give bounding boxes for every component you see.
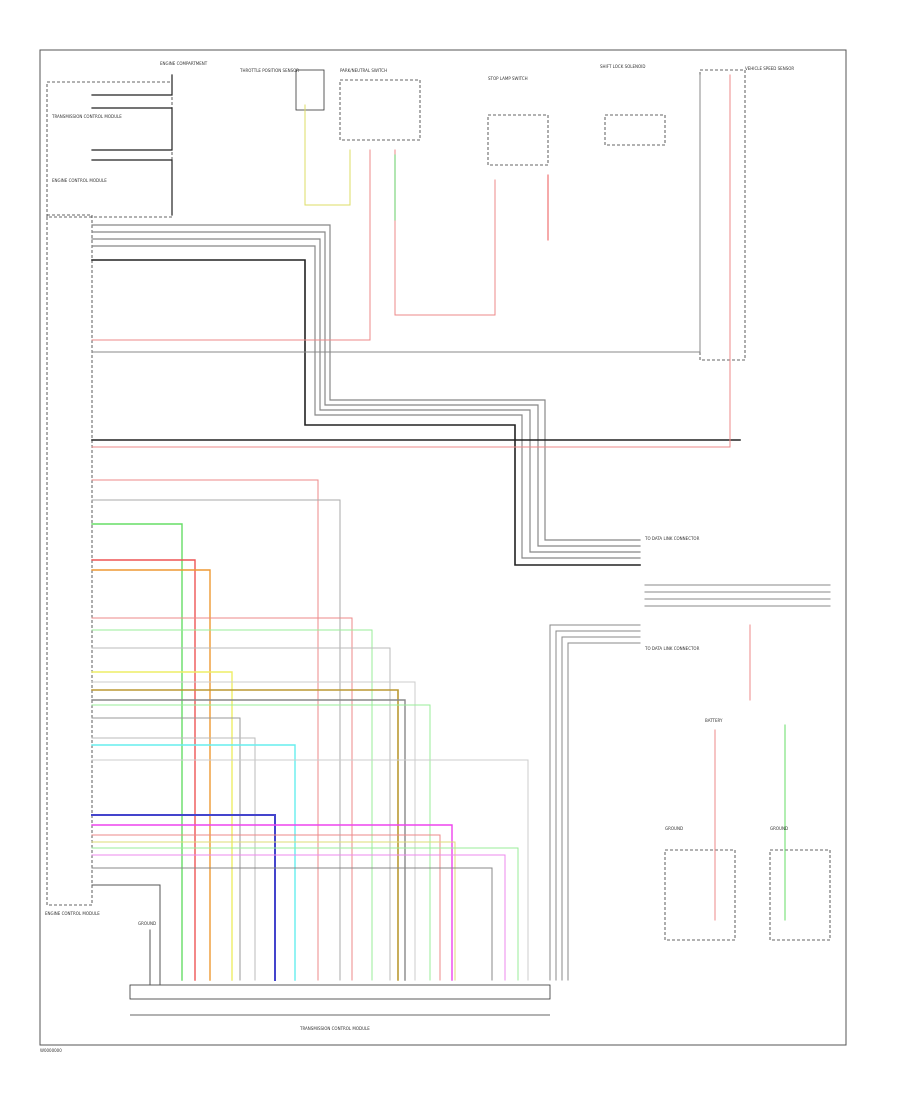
speed-sensor-connector [699, 69, 746, 361]
ground-box-right [769, 849, 831, 941]
label-park-neutral-switch: PARK/NEUTRAL SWITCH [340, 68, 387, 73]
label-throttle-position-sensor: THROTTLE POSITION SENSOR [239, 68, 299, 73]
footer-code: W0000000 [40, 1048, 62, 1053]
ecm-connector-strip [46, 214, 93, 906]
label-transmission-module: TRANSMISSION CONTROL MODULE [51, 114, 122, 119]
shift-lock-body [604, 114, 666, 146]
ground-box-left [664, 849, 736, 941]
park-neutral-switch-body [339, 79, 421, 141]
label-ground-right-1: GROUND [665, 826, 683, 831]
wire-bundle-main [91, 74, 831, 981]
transmission-module-connector [129, 984, 551, 1000]
label-engine-compartment: ENGINE COMPARTMENT [160, 61, 208, 66]
label-shift-lock-solenoid: SHIFT LOCK SOLENOID [600, 64, 645, 69]
stop-lamp-switch-body [487, 114, 549, 166]
label-ecm-bottom: ENGINE CONTROL MODULE [45, 911, 100, 916]
label-stop-lamp-switch: STOP LAMP SWITCH [488, 76, 528, 81]
label-battery: BATTERY [705, 718, 723, 723]
label-data-link-connector-2: TO DATA LINK CONNECTOR [644, 646, 700, 651]
label-vehicle-speed-sensor: VEHICLE SPEED SENSOR [745, 66, 794, 71]
label-data-link-connector-1: TO DATA LINK CONNECTOR [644, 536, 700, 541]
label-transmission-module-bottom: TRANSMISSION CONTROL MODULE [299, 1026, 370, 1031]
wire-set-colored [91, 74, 786, 986]
label-ground-right-2: GROUND [770, 826, 788, 831]
throttle-sensor-body [295, 69, 325, 111]
label-engine-control-module: ENGINE CONTROL MODULE [52, 178, 107, 183]
diagram-frame [39, 49, 847, 1046]
label-ground-left: GROUND [138, 921, 156, 926]
